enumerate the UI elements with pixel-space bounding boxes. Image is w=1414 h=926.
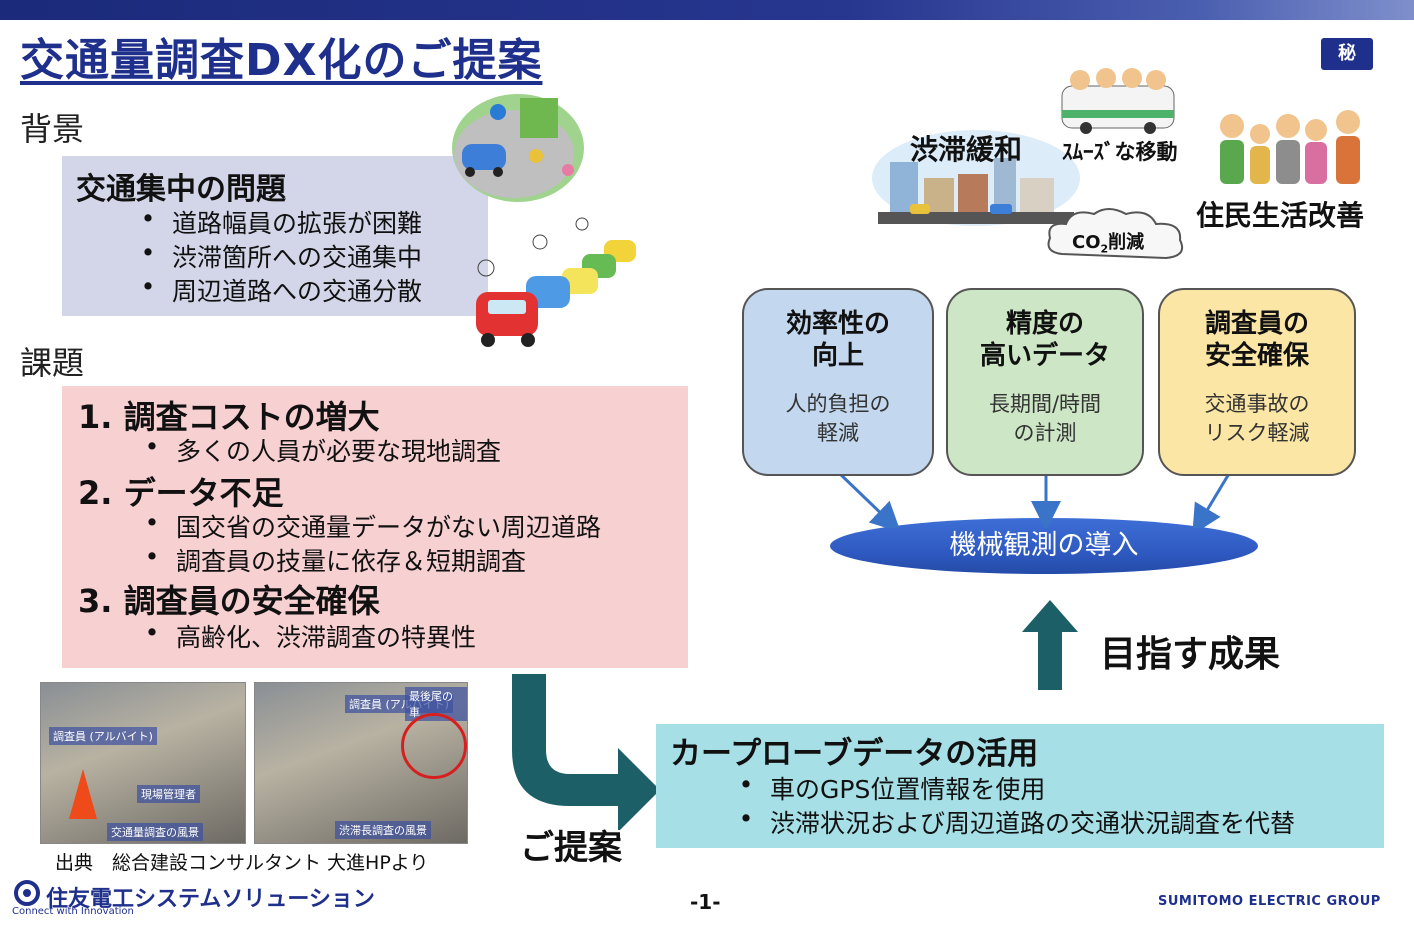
list-item: •車のGPS位置情報を使用 [738, 770, 1046, 804]
traffic-cone-icon [69, 769, 97, 819]
goal-arrow [1022, 600, 1078, 690]
efficiency-card: 効率性の 向上 人的負担の 軽減 [742, 288, 934, 476]
issue-heading-3: 3. 調査員の安全確保 [78, 582, 380, 620]
background-box: 交通集中の問題 •道路幅員の拡張が困難 •渋滞箇所への交通集中 •周辺道路への交… [62, 156, 488, 316]
traffic-jam-illustration [452, 94, 636, 347]
proposal-label: ご提案 [520, 828, 622, 868]
list-item: •道路幅員の拡張が困難 [140, 204, 423, 238]
congestion-survey-photo: 調査員 (アルバイト) 最後尾の車 渋滞長調査の風景 [254, 682, 468, 844]
residents-family-icon [1220, 110, 1360, 184]
goal-label: 目指す成果 [1100, 634, 1281, 675]
residents-life-label: 住民生活改善 [1196, 199, 1365, 232]
bus-icon [1061, 68, 1175, 134]
background-section-label: 背景 [20, 110, 85, 148]
probe-data-box: カープローブデータの活用 •車のGPS位置情報を使用 •渋滞状況および周辺道路の… [656, 724, 1384, 848]
top-banner [0, 0, 1414, 20]
highlight-circle [401, 713, 467, 779]
traffic-survey-photo: 調査員 (アルバイト) 現場管理者 交通量調査の風景 [40, 682, 246, 844]
list-item: •多くの人員が必要な現地調査 [144, 432, 502, 466]
probe-data-title: カープローブデータの活用 [670, 736, 1039, 772]
issue-heading-2: 2. データ不足 [78, 474, 284, 512]
congestion-relief-label: 渋滞緩和 [910, 133, 1023, 166]
photo-source: 出典 総合建設コンサルタント 大進HPより [55, 852, 429, 874]
co2-reduction-label: CO2削減 [1072, 232, 1145, 256]
company-tagline: Connect with Innovation [12, 906, 134, 917]
group-name: SUMITOMO ELECTRIC GROUP [1158, 894, 1381, 909]
company-name: 住友電工システムソリューション [46, 887, 375, 912]
list-item: •渋滞状況および周辺道路の交通状況調査を代替 [738, 804, 1296, 838]
co2-cloud-icon [1047, 208, 1184, 260]
list-item: •国交省の交通量データがない周辺道路 [144, 508, 602, 542]
page-title: 交通量調査DX化のご提案 [20, 35, 543, 86]
issues-box: 1. 調査コストの増大 •多くの人員が必要な現地調査 2. データ不足 •国交省… [62, 386, 688, 668]
list-item: •周辺道路への交通分散 [140, 272, 423, 306]
list-item: •高齢化、渋滞調査の特異性 [144, 618, 477, 652]
safety-card: 調査員の 安全確保 交通事故の リスク軽減 [1158, 288, 1356, 476]
list-item: •渋滞箇所への交通集中 [140, 238, 423, 272]
card-connectors [836, 470, 1232, 528]
confidential-badge: 秘 [1321, 38, 1373, 70]
company-logo-icon [14, 880, 40, 906]
page-number: -1- [690, 890, 721, 914]
proposal-arrow [512, 674, 660, 830]
smooth-movement-label: ｽﾑｰｽﾞな移動 [1062, 140, 1178, 164]
accuracy-card: 精度の 高いデータ 長期間/時間 の計測 [946, 288, 1144, 476]
city-cloud-illustration [872, 130, 1080, 226]
list-item: •調査員の技量に依存＆短期調査 [144, 542, 527, 576]
issue-heading-1: 1. 調査コストの増大 [78, 398, 380, 436]
background-box-title: 交通集中の問題 [76, 172, 286, 207]
issues-section-label: 課題 [20, 344, 85, 382]
